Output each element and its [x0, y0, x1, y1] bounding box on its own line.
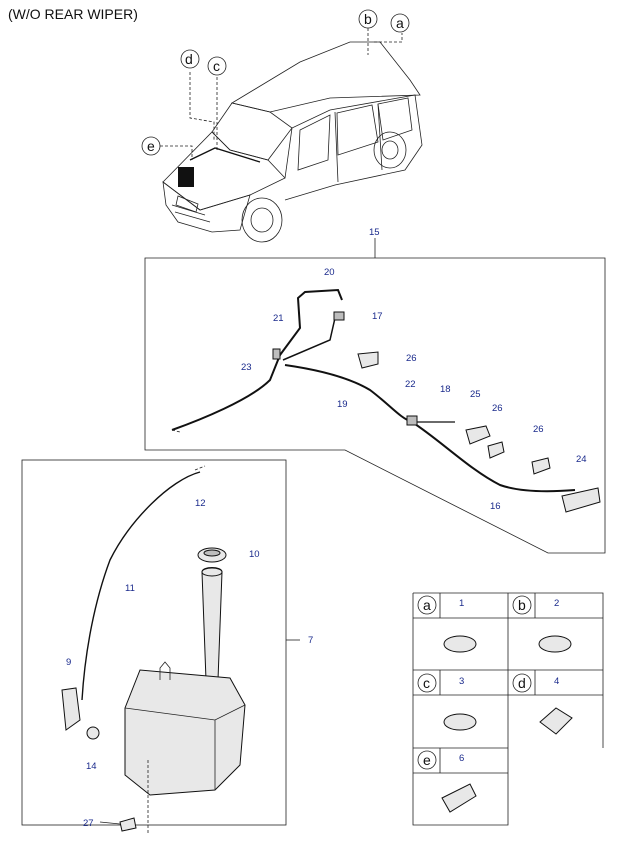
svg-text:a: a [423, 597, 431, 613]
part-number-16: 16 [490, 501, 501, 512]
part-number-24: 24 [576, 454, 587, 465]
svg-text:3: 3 [459, 676, 464, 687]
svg-text:a: a [396, 15, 404, 31]
legend-cell-b: b 2 [512, 595, 559, 615]
svg-text:e: e [147, 138, 155, 154]
svg-text:1: 1 [459, 598, 464, 609]
callout-c: c [207, 56, 227, 76]
part-number-21: 21 [273, 313, 284, 324]
part-number-15: 15 [369, 227, 380, 238]
svg-text:b: b [518, 597, 526, 613]
legend-cell-a: a 1 [417, 595, 464, 615]
part-number-23: 23 [241, 362, 252, 373]
reservoir-parts [61, 465, 246, 835]
callout-d: d [180, 49, 200, 69]
part-number-9: 9 [66, 657, 71, 668]
svg-text:c: c [423, 675, 430, 691]
svg-text:2: 2 [554, 598, 559, 609]
legend-cell-c: c 3 [417, 673, 464, 693]
svg-text:e: e [423, 752, 431, 768]
part-number-25: 25 [470, 389, 481, 400]
svg-text:b: b [364, 11, 372, 27]
legend-cell-e: e 6 [417, 750, 464, 770]
svg-text:d: d [185, 51, 193, 67]
part-number-26-middle: 26 [492, 403, 503, 414]
part-number-14: 14 [86, 761, 97, 772]
part-number-11: 11 [125, 583, 135, 594]
part-number-22: 22 [405, 379, 416, 390]
svg-text:c: c [213, 58, 220, 74]
callout-e: e [141, 136, 161, 156]
part-number-7: 7 [308, 635, 313, 646]
part-number-10: 10 [249, 549, 260, 560]
svg-text:6: 6 [459, 753, 464, 764]
part-number-17: 17 [372, 311, 383, 322]
reservoir-in-vehicle-icon [178, 167, 194, 187]
svg-text:4: 4 [554, 676, 559, 687]
fastener-legend [412, 592, 604, 826]
callout-a: a [390, 13, 410, 33]
diagram-title: (W/O REAR WIPER) [8, 6, 138, 22]
hose-lines [171, 288, 576, 493]
part-number-26-lower: 26 [533, 424, 544, 435]
part-number-27: 27 [83, 818, 94, 829]
part-number-26-upper: 26 [406, 353, 417, 364]
legend-cell-d: d 4 [512, 673, 559, 693]
part-number-19: 19 [337, 399, 348, 410]
vehicle-illustration [160, 28, 423, 243]
part-number-12: 12 [195, 498, 206, 509]
connector-parts [272, 311, 601, 513]
svg-text:d: d [518, 675, 526, 691]
part-number-18: 18 [440, 384, 451, 395]
reservoir-assembly-frame [21, 459, 300, 826]
part-number-20: 20 [324, 267, 335, 278]
hose-assembly-frame [144, 238, 606, 554]
callout-b: b [358, 9, 378, 29]
